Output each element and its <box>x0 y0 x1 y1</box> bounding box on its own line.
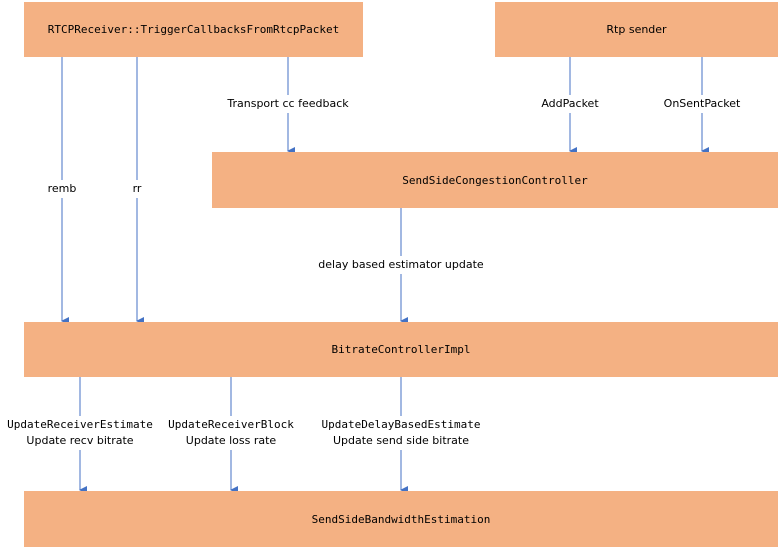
node-send-side-congestion-controller-label: SendSideCongestionController <box>402 173 588 187</box>
edge-label-transport-cc: Transport cc feedback <box>225 95 351 113</box>
edge-label-on-sent-packet: OnSentPacket <box>661 95 743 113</box>
edge-label-update-loss-rate-text: Update loss rate <box>185 434 277 447</box>
edge-label-update-send-side-bitrate-text: Update send side bitrate <box>332 434 470 447</box>
node-send-side-congestion-controller: SendSideCongestionController <box>212 152 778 208</box>
edge-label-rr: rr <box>130 180 144 198</box>
edge-label-update-receiver-block: UpdateReceiverBlock Update loss rate <box>166 416 296 450</box>
node-rtcp-receiver-label: RTCPReceiver::TriggerCallbacksFromRtcpPa… <box>47 23 340 36</box>
node-send-side-bandwidth-estimation: SendSideBandwidthEstimation <box>24 491 778 547</box>
edge-label-delay-update: delay based estimator update <box>316 256 486 274</box>
edge-label-remb: remb <box>45 180 79 198</box>
edge-label-transport-cc-text: Transport cc feedback <box>227 97 349 110</box>
edge-label-remb-text: remb <box>47 182 77 195</box>
node-rtp-sender: Rtp sender <box>495 2 778 57</box>
node-send-side-bandwidth-estimation-label: SendSideBandwidthEstimation <box>311 512 491 526</box>
edge-label-update-delay-based-estimate: UpdateDelayBasedEstimate Update send sid… <box>319 416 483 450</box>
node-rtcp-receiver: RTCPReceiver::TriggerCallbacksFromRtcpPa… <box>24 2 363 57</box>
edge-label-delay-update-text: delay based estimator update <box>318 258 484 271</box>
edge-label-update-recv-bitrate-text: Update recv bitrate <box>26 434 134 447</box>
edge-label-update-receiver-estimate: UpdateReceiverEstimate Update recv bitra… <box>5 416 155 450</box>
edge-label-add-packet-text: AddPacket <box>541 97 599 110</box>
edge-label-update-receiver-estimate-text: UpdateReceiverEstimate <box>7 418 153 431</box>
edge-label-add-packet: AddPacket <box>539 95 601 113</box>
edge-label-update-receiver-block-text: UpdateReceiverBlock <box>168 418 294 431</box>
edge-label-on-sent-packet-text: OnSentPacket <box>663 97 741 110</box>
edge-label-rr-text: rr <box>132 182 142 195</box>
node-rtp-sender-label: Rtp sender <box>606 23 667 36</box>
node-bitrate-controller-label: BitrateControllerImpl <box>331 343 471 356</box>
node-bitrate-controller: BitrateControllerImpl <box>24 322 778 377</box>
edge-label-update-delay-based-estimate-text: UpdateDelayBasedEstimate <box>321 418 481 431</box>
